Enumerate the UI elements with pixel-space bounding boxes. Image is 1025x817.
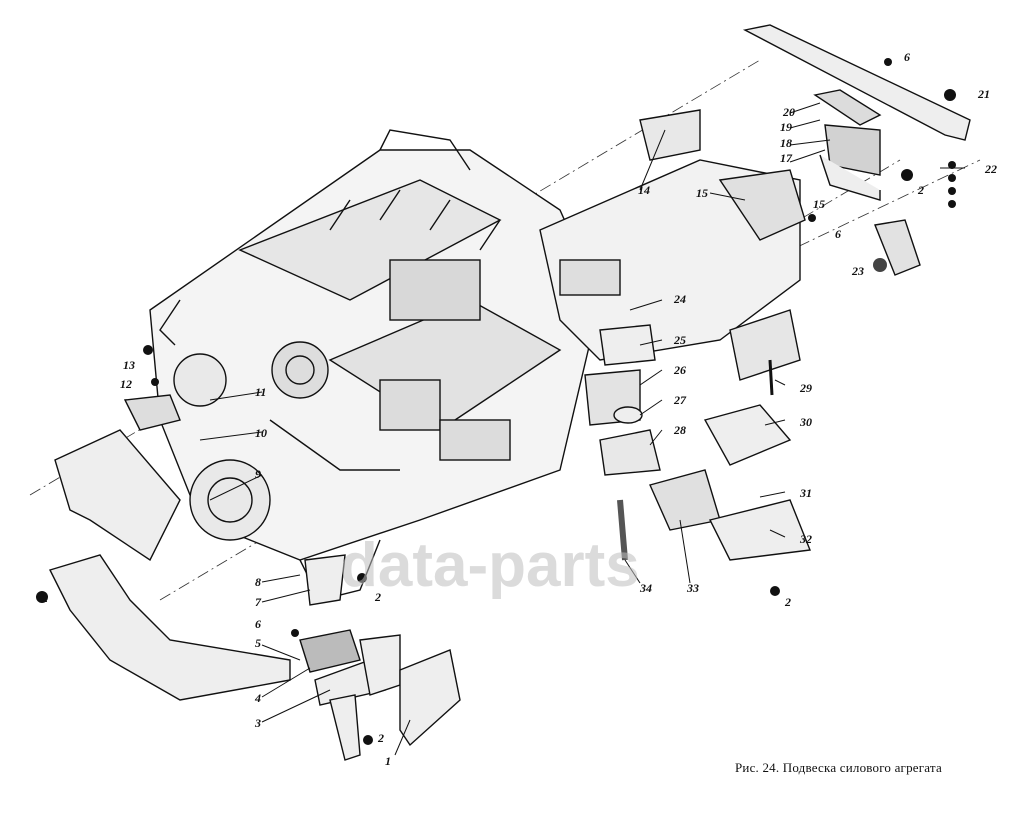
callout-number: 27 (673, 393, 687, 407)
watermark-text: data-parts (340, 531, 640, 600)
callout-number: 9 (255, 467, 261, 481)
callout-number: 29 (799, 381, 812, 395)
callout-number: 15 (696, 186, 708, 200)
callout-number: 32 (799, 532, 812, 546)
callout-number: 33 (686, 581, 699, 595)
frame-left (49, 394, 291, 701)
callout-number: 14 (638, 183, 650, 197)
fasteners (36, 58, 956, 745)
callout-number: 30 (799, 415, 812, 429)
callout-number: 1 (385, 754, 391, 768)
callout-number: 19 (780, 120, 792, 134)
callout-number: 13 (123, 358, 135, 372)
callout-number: 2 (377, 731, 384, 745)
callout-number: 25 (673, 333, 686, 347)
callout-number: 34 (639, 581, 652, 595)
callout-number: 12 (120, 377, 132, 391)
callout-number: 5 (255, 636, 261, 650)
crossmember-top (742, 24, 971, 276)
callout-number: 26 (673, 363, 686, 377)
callout-number: 20 (782, 105, 795, 119)
callout-number: 18 (780, 136, 792, 150)
callout-number: 2 (41, 591, 48, 605)
gearbox-assembly (539, 109, 806, 381)
callout-number: 8 (255, 575, 261, 589)
callout-number: 17 (780, 151, 793, 165)
callout-number: 2 (917, 183, 924, 197)
callout-number: 23 (851, 264, 864, 278)
callout-number: 6 (255, 617, 261, 631)
callout-number: 11 (255, 385, 266, 399)
rear-mount-parts (584, 324, 811, 561)
figure-caption: Рис. 24. Подвеска силового агрегата (735, 760, 942, 775)
callout-number: 4 (254, 691, 261, 705)
callout-number: 31 (799, 486, 812, 500)
callout-number: 28 (673, 423, 686, 437)
callout-number: 10 (255, 426, 267, 440)
callout-number: 15 (813, 197, 825, 211)
callout-number: 6 (904, 50, 910, 64)
callout-number: 6 (835, 227, 841, 241)
callout-number: 2 (784, 595, 791, 609)
callout-number: 24 (673, 292, 686, 306)
leader-lines (199, 102, 965, 756)
callout-number: 21 (977, 87, 990, 101)
callout-number: 7 (255, 595, 262, 609)
engine-assembly (149, 129, 601, 601)
callout-number: 22 (984, 162, 997, 176)
callout-number: 3 (254, 716, 261, 730)
callout-number: 2 (374, 590, 381, 604)
front-mount-parts (299, 554, 461, 761)
